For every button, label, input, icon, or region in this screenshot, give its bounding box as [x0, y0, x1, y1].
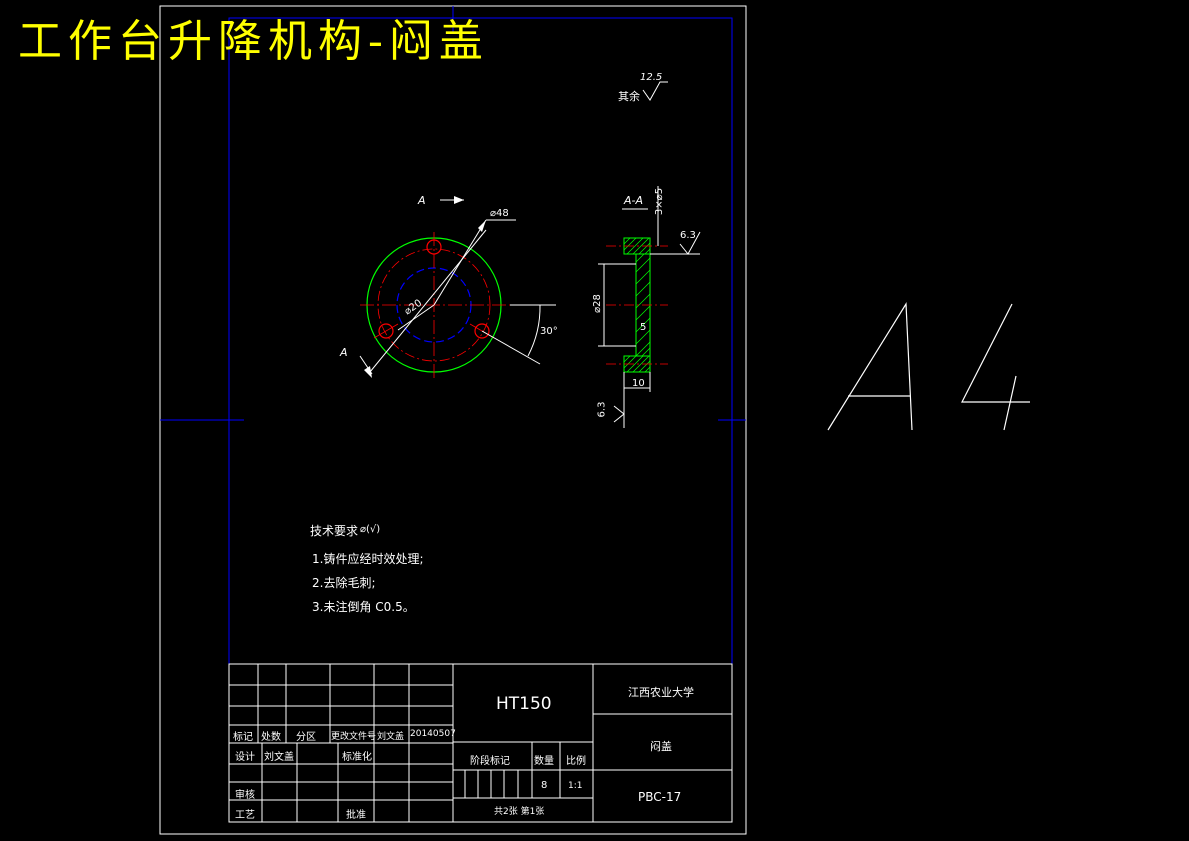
rev-header-6: 20140507 — [410, 729, 456, 739]
tech-req-item-3: 3.未注倒角 C0.5。 — [312, 600, 415, 614]
section-view-label: A-A — [624, 194, 644, 207]
roughness-bottom-symbol — [613, 405, 625, 423]
tech-req-item-1: 1.铸件应经时效处理; — [312, 552, 424, 566]
dim-outer-dia-label: ⌀48 — [490, 208, 509, 219]
rev-header-4: 更改文件号 — [331, 732, 377, 742]
angle-leader-1 — [481, 330, 541, 365]
bolt-hole-right — [474, 323, 490, 339]
part-name: 闷盖 — [650, 740, 672, 753]
standard-label: 标准化 — [342, 752, 372, 763]
drawing-title: 工作台升降机构-闷盖 — [18, 16, 489, 67]
bolt-hole-left — [378, 323, 394, 339]
dim-line-diameter — [433, 219, 487, 306]
sheet-size-lettering — [827, 302, 1030, 431]
tech-req-heading: 技术要求 — [310, 524, 359, 538]
hatch — [623, 237, 651, 373]
rev-header-5: 刘文盖 — [377, 732, 405, 742]
roughness-other-value: 12.5 — [640, 72, 663, 83]
stage-label: 阶段标记 — [470, 756, 510, 767]
drawing-number: PBC-17 — [638, 790, 682, 804]
section-arrow-label-top: A — [418, 194, 426, 207]
approve-label: 批准 — [346, 810, 366, 821]
tech-req-item-2: 2.去除毛刺; — [312, 576, 376, 590]
dim-angle-label: 30° — [540, 326, 558, 337]
roughness-face-label: 6.3 — [680, 230, 696, 241]
dim-holes-label: 3×⌀5 — [654, 187, 666, 216]
sheet-inner-frame — [228, 17, 733, 665]
rev-header-2: 处数 — [261, 732, 281, 743]
section-arrow-label-bottom: A — [340, 346, 348, 359]
design-label: 设计 — [235, 752, 255, 763]
title-block-grid — [228, 663, 733, 823]
dim-arrow — [478, 220, 486, 232]
material-label: HT150 — [496, 694, 552, 714]
section-arrow-top-head — [454, 196, 464, 204]
leader-bolt-circle — [397, 304, 435, 331]
school-name: 江西农业大学 — [628, 686, 694, 699]
rev-header-1: 标记 — [233, 732, 253, 743]
weight-label: 数量 — [534, 756, 554, 767]
centerline-hole-left — [373, 323, 399, 339]
scale-value: 1:1 — [568, 781, 583, 791]
review-label: 审核 — [235, 790, 255, 801]
process-label: 工艺 — [235, 810, 255, 821]
dim-thickness-label: 10 — [632, 378, 645, 389]
roughness-other-label: 其余 — [618, 90, 640, 103]
sheet-info: 共2张 第1张 — [494, 807, 545, 817]
tech-req-symbol: ⌀(√) — [360, 524, 381, 535]
weight-value: 8 — [541, 780, 548, 791]
designer-name: 刘文盖 — [264, 752, 294, 763]
front-view — [359, 196, 556, 380]
angle-arc — [527, 304, 541, 357]
dim-step-label: 5 — [640, 322, 647, 333]
section-arrow-bottom-head — [364, 366, 372, 378]
roughness-other-symbol — [642, 81, 668, 101]
dim-hub-dia-label: ⌀28 — [591, 294, 603, 313]
roughness-bottom-label: 6.3 — [596, 401, 608, 418]
section-view — [598, 186, 701, 428]
section-line — [369, 229, 487, 373]
rev-header-3: 分区 — [296, 732, 316, 743]
roughness-face-symbol — [679, 231, 701, 255]
scale-label: 比例 — [566, 756, 586, 767]
